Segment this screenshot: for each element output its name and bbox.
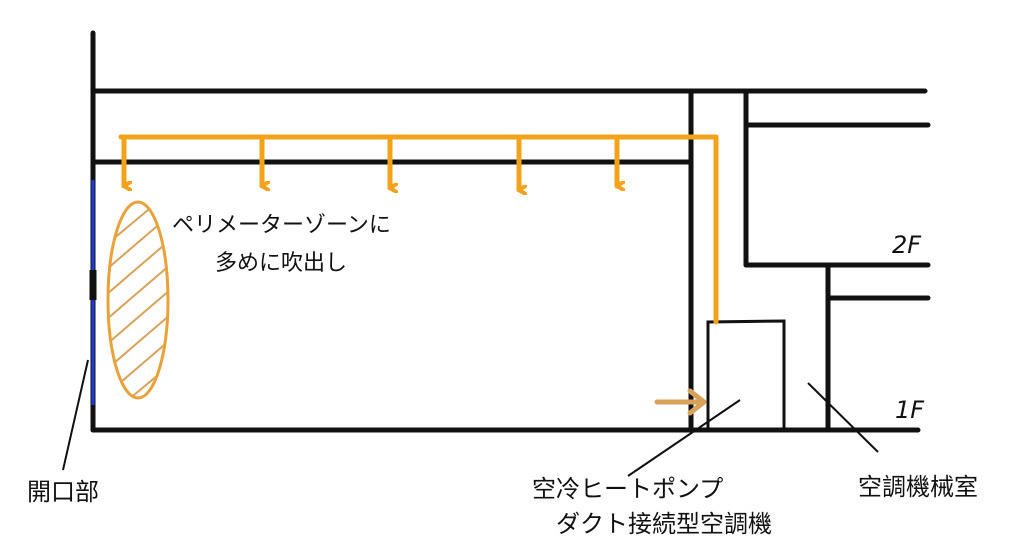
machine-room-label: 空調機械室 bbox=[858, 473, 978, 501]
unit-label-line1: 空冷ヒートポンプ bbox=[532, 475, 723, 503]
air-handling-unit bbox=[706, 319, 786, 430]
opening-leader bbox=[62, 359, 89, 471]
perimeter-note-line2: 多めに吹出し bbox=[215, 251, 347, 276]
return-air-arrow bbox=[654, 388, 707, 416]
supply-duct-run bbox=[118, 134, 719, 325]
floor-label-2f: 2F bbox=[892, 231, 922, 259]
machine-room-leader bbox=[807, 382, 879, 453]
opening-label: 開口部 bbox=[27, 478, 99, 506]
perimeter-zone-outline bbox=[106, 200, 170, 400]
unit-label-line2: ダクト接続型空調機 bbox=[556, 510, 772, 538]
floor-label-1f: 1F bbox=[895, 396, 925, 424]
supply-duct bbox=[118, 134, 719, 325]
leader-lines bbox=[62, 359, 879, 477]
perimeter-zone bbox=[106, 200, 170, 400]
unit-leader bbox=[627, 399, 741, 477]
perimeter-note-line1: ペリメーターゾーンに bbox=[172, 213, 391, 238]
